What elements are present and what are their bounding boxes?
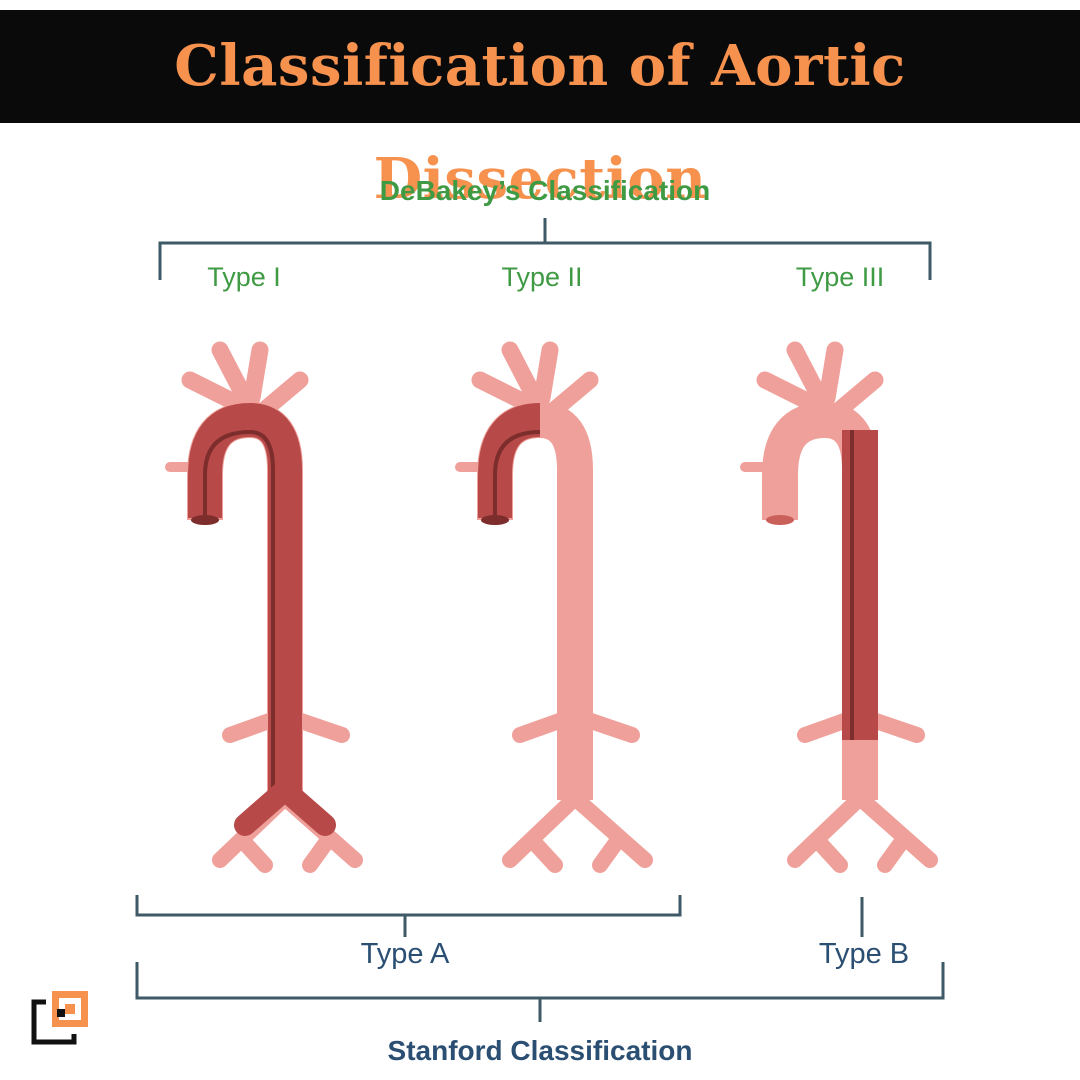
- type-a-bracket: [135, 895, 682, 937]
- stanford-title: Stanford Classification: [387, 1035, 693, 1066]
- aorta-type-2: [460, 350, 645, 865]
- aorta-type-3: [745, 350, 930, 865]
- aorta-type-1: [170, 350, 355, 865]
- stanford-type-b-label: Type B: [818, 938, 910, 970]
- page-title: Classification of Aortic Dissection: [174, 33, 906, 212]
- debakey-type-1-label: Type I: [207, 262, 281, 292]
- brand-logo-icon: [31, 991, 88, 1045]
- header-bar: Classification of Aortic Dissection: [0, 10, 1080, 212]
- debakey-type-3-label: Type III: [795, 262, 885, 292]
- debakey-title: DeBakey’s Classification: [379, 175, 711, 206]
- debakey-type-2-label: Type II: [501, 262, 583, 292]
- stanford-bracket: [135, 962, 945, 1022]
- stanford-type-a-label: Type A: [360, 938, 450, 970]
- debakey-bracket: [158, 218, 932, 280]
